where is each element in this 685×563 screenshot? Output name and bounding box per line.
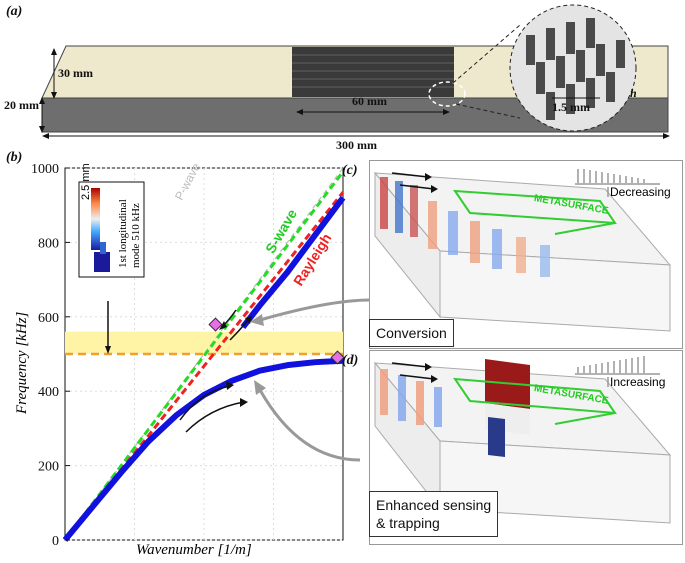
metasurface-pillar-array [292, 47, 454, 97]
arrow-heads [105, 316, 252, 407]
panel-c: (c) Decreasing METASURFACE Conversion [342, 160, 683, 349]
series-line-4 [240, 195, 346, 330]
sensing-tag-line1: Enhanced sensing [376, 497, 492, 513]
connector-arrows [250, 298, 370, 462]
panel-d-label: (d) [342, 353, 359, 368]
beam-illustration [39, 4, 670, 139]
panel-b-label: (b) [6, 150, 23, 165]
decreasing-pillars [575, 169, 660, 197]
inset-mode-label-1: 1st longitudinal [117, 199, 129, 268]
pillar-grid [526, 18, 625, 120]
y-tick-label: 200 [38, 460, 59, 475]
zoom-circle [509, 4, 637, 132]
increasing-pillars [575, 356, 660, 387]
dim-thickness: 20 mm [4, 98, 39, 112]
y-ticks: 0 200 400 600 800 1000 [31, 162, 70, 549]
inset-mode-label-2: mode 510 kHz [130, 203, 142, 268]
y-tick-label: 0 [52, 534, 59, 549]
diamond-marker-conversion [208, 317, 223, 332]
bandgap-rect [65, 331, 343, 354]
x-axis-label: Wavenumber [1/m] [136, 542, 252, 558]
bandgap-band [65, 331, 343, 356]
inset-colorbar [91, 188, 100, 250]
panel-c-gradient: Decreasing [610, 185, 671, 199]
conversion-simulation [373, 169, 672, 332]
panel-d: (d) Increasing METASURFACE Enhanced sens… [342, 350, 683, 545]
y-tick-label: 600 [38, 311, 59, 326]
dim-pillar: 1.5 mm [552, 100, 590, 114]
inset-scale-label: 2.5 mm [80, 163, 92, 200]
panel-a: (a) [0, 0, 685, 158]
conversion-tag: Conversion [369, 319, 454, 347]
wavefronts [380, 177, 550, 277]
series-layer [62, 167, 346, 542]
y-tick-label: 800 [38, 236, 59, 251]
panel-c-label: (c) [342, 163, 358, 178]
dim-meta-length: 60 mm [352, 94, 387, 108]
series-line-2 [63, 191, 345, 541]
panel-a-label: (a) [6, 4, 23, 19]
y-tick-label: 1000 [31, 162, 59, 177]
series-line-0 [64, 167, 344, 541]
sensing-tag: Enhanced sensing & trapping [369, 491, 499, 537]
trapping-simulation [373, 356, 672, 524]
dim-height: 30 mm [58, 66, 93, 80]
wavefronts [380, 369, 442, 427]
y-tick-label: 400 [38, 385, 59, 400]
series-line-3 [62, 357, 344, 542]
y-axis-label: Frequency [kHz] [14, 311, 30, 414]
mode-inset [78, 181, 145, 278]
dispersion-chart: 0 200 400 600 800 1000 [31, 162, 346, 549]
panel-d-gradient: Increasing [610, 375, 666, 389]
zoom-region [428, 81, 466, 107]
dim-length: 300 mm [336, 138, 377, 152]
inset-frame [78, 181, 145, 278]
diamond-marker-trapping [330, 350, 345, 365]
inset-mode-shape [94, 252, 110, 272]
sensing-tag-line2: & trapping [376, 515, 440, 531]
dim-h: h [630, 86, 637, 100]
